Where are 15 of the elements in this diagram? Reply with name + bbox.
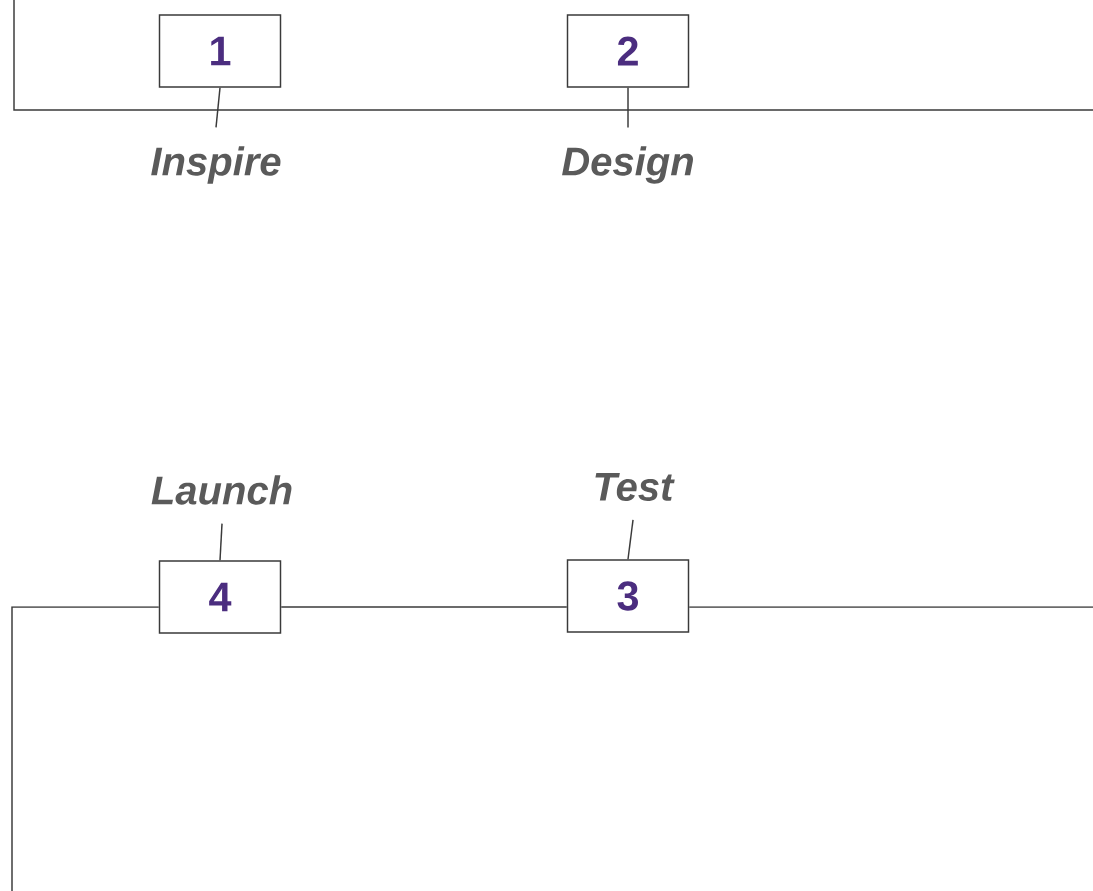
number-box: 3 <box>566 559 690 633</box>
number-box: 2 <box>566 14 690 88</box>
number-box: 4 <box>158 560 282 634</box>
connector-line <box>627 519 634 560</box>
step-label: Test <box>595 473 675 501</box>
connector-line <box>280 606 568 608</box>
connector-line <box>215 87 221 129</box>
connector-line <box>11 606 160 891</box>
connector-line <box>627 87 629 129</box>
connector-line <box>688 606 1093 608</box>
step-label: Design <box>562 146 693 184</box>
step-label: Inspire <box>151 146 281 184</box>
step-label: Launch <box>151 475 292 505</box>
number-box: 1 <box>158 14 282 88</box>
connector-line <box>219 522 223 561</box>
